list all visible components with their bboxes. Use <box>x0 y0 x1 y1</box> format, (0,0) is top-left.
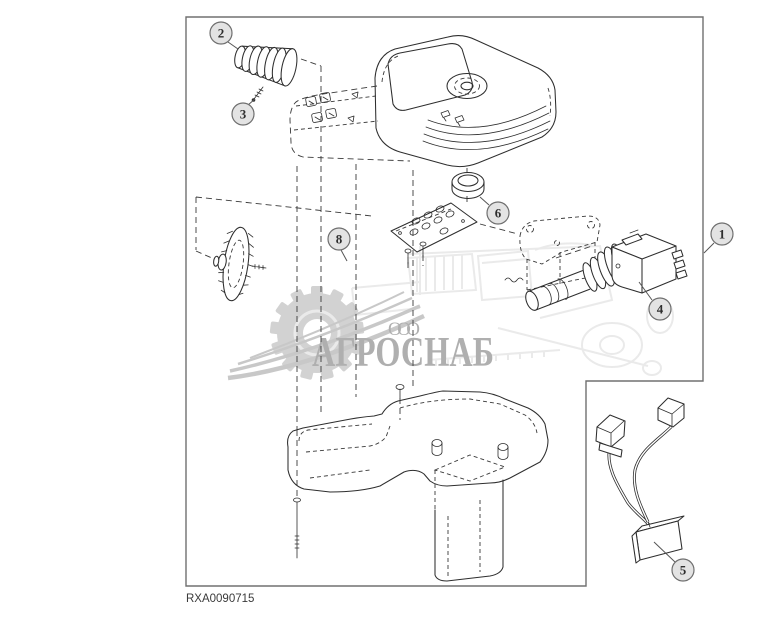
callout-6-label: 6 <box>495 206 502 221</box>
watermark-company-name: АГРОСНАБ <box>312 330 494 376</box>
callout-5[interactable]: 5 <box>653 541 695 582</box>
switch-plate <box>390 202 478 265</box>
plate-screws <box>404 241 427 265</box>
part-small-screw <box>251 86 264 102</box>
part-grommet-ring <box>451 171 485 200</box>
callout-2-label: 2 <box>218 26 225 41</box>
thumbwheel-disc <box>213 226 267 302</box>
housing-mount-screw <box>293 497 301 559</box>
joystick-switch-body <box>611 229 688 294</box>
harness-connector-a <box>595 414 626 458</box>
watermark: ООО АГРОСНАБ <box>227 242 674 381</box>
housing-screw-posts <box>431 439 509 460</box>
diagram-frame-border <box>185 16 704 587</box>
callout-4[interactable]: 4 <box>638 281 672 321</box>
callout-3[interactable]: 3 <box>231 98 256 126</box>
leaf-swoosh-watermark <box>227 291 425 381</box>
callout-6[interactable]: 6 <box>479 196 510 225</box>
console-bottom-housing <box>287 384 549 582</box>
cover-switch-icons <box>440 110 465 127</box>
arm-rocker-switches <box>305 91 359 123</box>
console-top-cover <box>289 35 557 168</box>
callout-5-label: 5 <box>680 563 687 578</box>
callout-8-label: 8 <box>336 232 343 247</box>
part-joystick-switch <box>525 229 688 311</box>
harness-connector-b <box>657 397 685 428</box>
thumbwheel-screw <box>251 264 267 270</box>
callout-1[interactable]: 1 <box>703 222 734 254</box>
watermark-org-type: ООО <box>388 319 424 340</box>
housing-top-screw <box>395 384 405 399</box>
combine-harvester-watermark-art <box>351 242 674 376</box>
callout-2[interactable]: 2 <box>209 21 239 50</box>
part-rubber-boot <box>234 45 298 87</box>
callout-8[interactable]: 8 <box>327 227 351 262</box>
part-wiring-harness <box>595 397 685 564</box>
harness-main-connector <box>631 515 685 564</box>
callout-3-label: 3 <box>240 107 247 122</box>
callout-1-label: 1 <box>719 227 726 242</box>
callout-4-label: 4 <box>657 302 664 317</box>
figure-code: RXA0090715 <box>186 593 254 605</box>
alignment-dashed-lines <box>195 58 593 500</box>
